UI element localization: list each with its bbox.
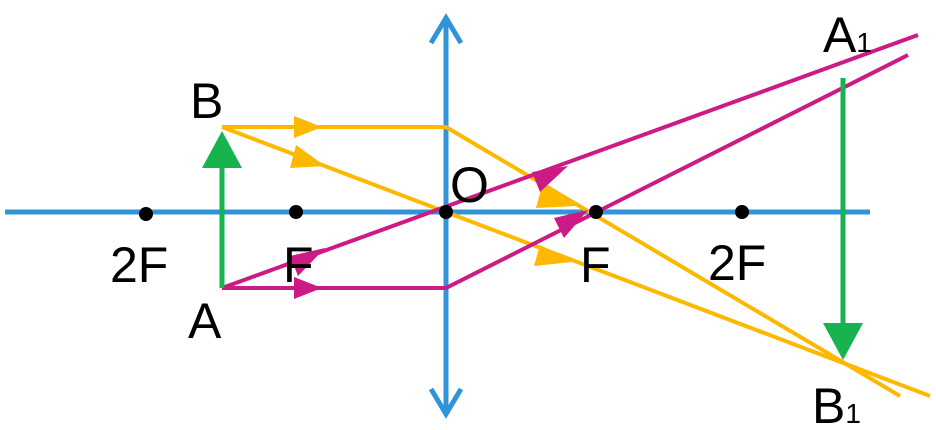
label-o: O <box>450 157 489 213</box>
ray-b-parallel-arrowhead <box>294 116 322 138</box>
label-2f-left: 2F <box>110 237 168 293</box>
label-b: B <box>190 73 223 129</box>
lens-top-arrowhead <box>428 13 464 45</box>
ray-a-refracted-arrowhead-2 <box>554 210 588 238</box>
object-arrow <box>202 131 242 288</box>
label-b1-sub: 1 <box>845 398 861 429</box>
point-optical-center <box>439 205 453 219</box>
label-a1-letter: A <box>823 7 857 63</box>
rays-from-b <box>221 116 931 398</box>
point-f-left <box>289 205 303 219</box>
ray-a-parallel-arrowhead <box>294 277 322 299</box>
label-b1-letter: B <box>812 378 845 430</box>
image-arrow <box>823 78 863 360</box>
label-a1-sub: 1 <box>856 27 872 58</box>
ray-b-through-center <box>221 125 931 398</box>
label-2f-right: 2F <box>708 235 766 291</box>
point-2f-left <box>139 207 153 221</box>
ray-b-center-arrowhead <box>290 145 325 168</box>
lens-bottom-arrowhead <box>428 387 464 419</box>
ray-b-refracted-arrowhead-2 <box>534 245 572 266</box>
label-f-left: F <box>283 237 314 293</box>
ray-b-refracted-arrowhead-1 <box>536 186 576 208</box>
ray-a-parallel <box>222 53 909 290</box>
point-2f-right <box>735 205 749 219</box>
ray-a-center-arrowhead <box>290 248 325 276</box>
ray-a-refracted-arrowhead-1 <box>532 166 568 192</box>
label-a1: A1 <box>823 7 872 63</box>
axis-points <box>139 205 749 221</box>
point-f-right <box>589 205 603 219</box>
label-a: A <box>188 293 222 349</box>
image-arrowhead <box>823 323 863 360</box>
ray-a-through-center <box>221 33 919 290</box>
rays-from-a <box>221 33 919 299</box>
label-b1: B1 <box>812 378 861 430</box>
object-arrowhead <box>202 131 242 168</box>
label-f-right: F <box>580 237 611 293</box>
